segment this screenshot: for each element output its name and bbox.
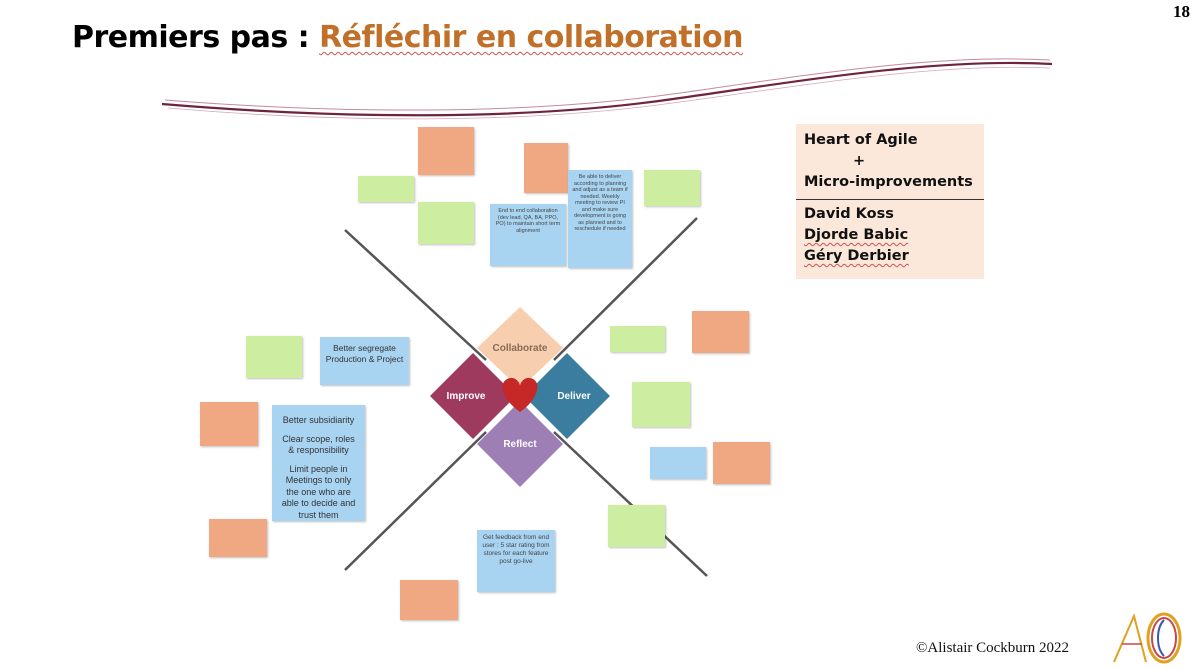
slide-title: Premiers pas : Réfléchir en collaboratio… bbox=[72, 20, 743, 55]
axis-line-nw bbox=[344, 229, 487, 361]
diamond-collaborate: Collaborate bbox=[477, 307, 563, 389]
sticky-note bbox=[610, 326, 665, 352]
info-divider bbox=[796, 199, 984, 200]
sticky-note bbox=[209, 519, 267, 557]
sticky-note bbox=[358, 176, 414, 202]
diamond-improve: Improve bbox=[430, 353, 516, 439]
sticky-note bbox=[692, 311, 749, 353]
sticky-note-end-to-end: End to end collaboration (dev lead, QA, … bbox=[490, 204, 566, 266]
info-heart-of-agile: Heart of Agile bbox=[804, 132, 918, 148]
axis-line-sw bbox=[344, 431, 487, 571]
ac-logo-icon bbox=[1113, 612, 1182, 664]
subsidiarity-limit: Limit people in Meetings to only the one… bbox=[281, 463, 356, 520]
heart-icon bbox=[502, 377, 538, 412]
sticky-note bbox=[200, 402, 258, 446]
author-name: Géry Derbier bbox=[804, 248, 909, 264]
diamond-deliver: Deliver bbox=[524, 353, 610, 439]
diamond-label-improve: Improve bbox=[447, 391, 486, 402]
diamond-label-collaborate: Collaborate bbox=[492, 343, 547, 354]
sticky-note-feedback: Get feedback from end user : 5 star rati… bbox=[477, 530, 555, 592]
info-micro-improvements: Micro-improvements bbox=[804, 174, 973, 190]
sticky-note bbox=[400, 580, 458, 620]
subsidiarity-scope: Clear scope, roles & responsibility bbox=[282, 433, 355, 456]
title-swoosh-decoration bbox=[161, 58, 1053, 120]
author-name: Djorde Babic bbox=[804, 227, 909, 243]
sticky-note bbox=[524, 143, 568, 193]
heart-of-agile-info-box: Heart of Agile + Micro-improvements Davi… bbox=[796, 124, 984, 279]
axis-line-ne bbox=[553, 217, 698, 361]
sticky-note bbox=[632, 382, 690, 427]
sticky-note bbox=[418, 202, 474, 244]
sticky-note bbox=[608, 505, 665, 547]
axis-line-se bbox=[553, 431, 708, 577]
subsidiarity-title: Better subsidiarity bbox=[282, 415, 355, 425]
diamond-reflect: Reflect bbox=[477, 401, 563, 487]
sticky-note bbox=[650, 447, 706, 479]
sticky-note bbox=[713, 442, 770, 484]
sticky-note-segregate: Better segregate Production & Project bbox=[320, 337, 409, 385]
sticky-note-deliver-plan: Be able to deliver according to planning… bbox=[568, 170, 632, 268]
slide-number: 18 bbox=[1173, 2, 1190, 21]
diamond-label-deliver: Deliver bbox=[557, 391, 590, 402]
title-accent: Réfléchir en collaboration bbox=[319, 20, 743, 55]
diamond-label-reflect: Reflect bbox=[503, 439, 537, 450]
sticky-note-subsidiarity: Better subsidiarity Clear scope, roles &… bbox=[272, 405, 365, 521]
copyright-text: ©Alistair Cockburn 2022 bbox=[916, 640, 1070, 656]
title-prefix: Premiers pas : bbox=[72, 20, 320, 55]
sticky-note bbox=[418, 127, 474, 175]
author-name: David Koss bbox=[804, 206, 894, 222]
sticky-note bbox=[246, 336, 302, 378]
info-plus: + bbox=[853, 153, 866, 169]
sticky-note bbox=[644, 170, 700, 206]
